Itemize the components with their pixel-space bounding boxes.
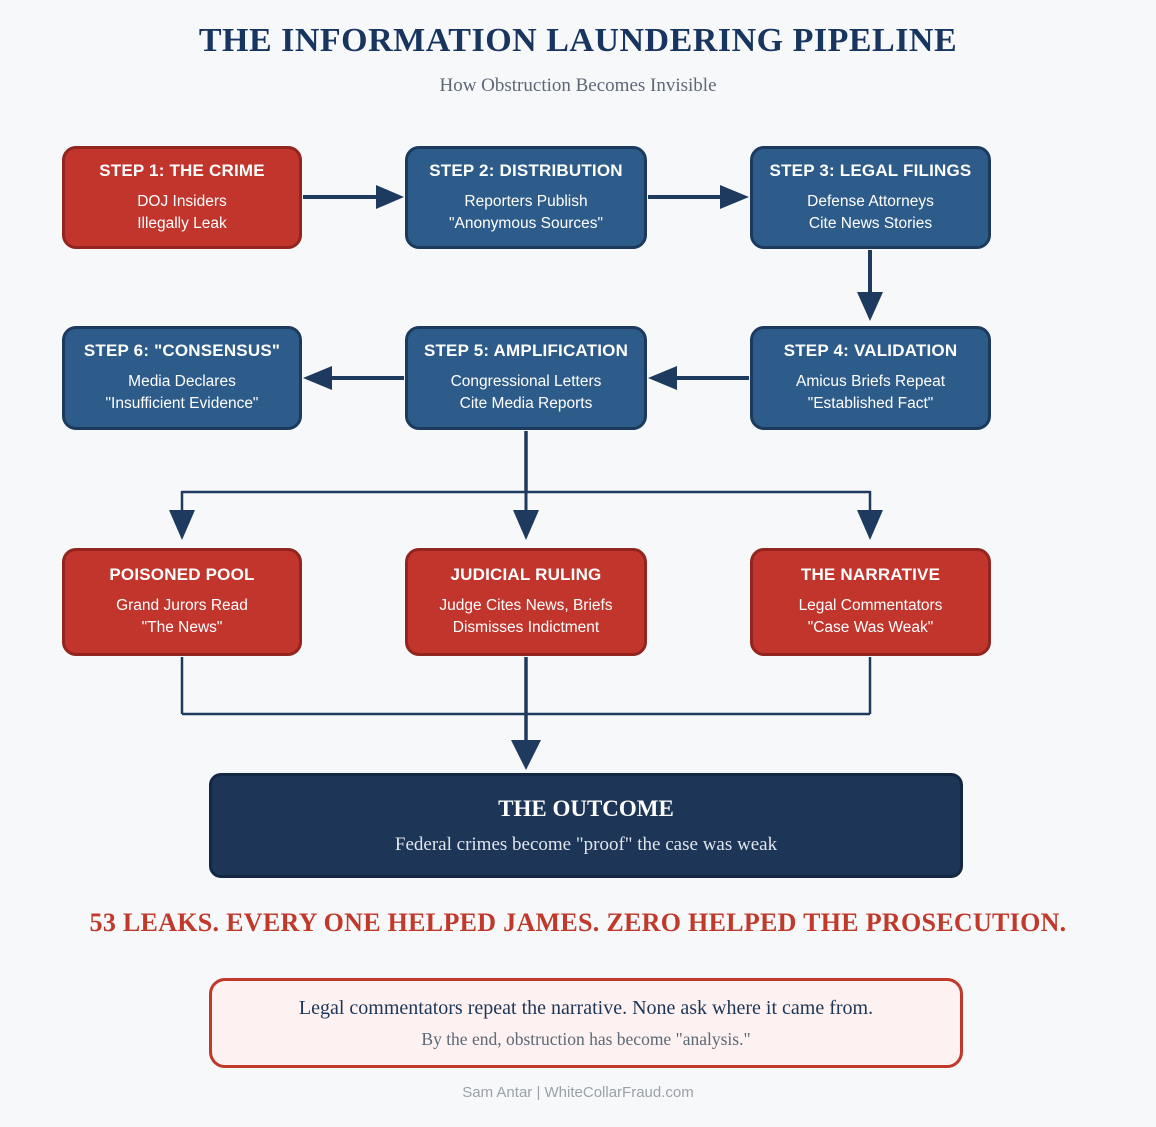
step-4-validation-box: STEP 4: VALIDATION Amicus Briefs Repeat … <box>750 326 991 430</box>
step-line: Illegally Leak <box>137 214 227 232</box>
note-line-2: By the end, obstruction has become "anal… <box>421 1028 751 1049</box>
leaks-headline: 53 LEAKS. EVERY ONE HELPED JAMES. ZERO H… <box>89 908 1067 937</box>
arrow-step4-to-step5 <box>648 366 749 390</box>
step-1-the-crime-box: STEP 1: THE CRIME DOJ Insiders Illegally… <box>62 146 302 249</box>
result-line: Legal Commentators <box>798 597 943 614</box>
arrow-step3-to-step4 <box>857 250 883 321</box>
branch-step5-to-results <box>169 431 883 540</box>
result-line: Dismisses Indictment <box>452 619 600 636</box>
step-title: STEP 4: VALIDATION <box>783 341 958 360</box>
step-title: STEP 3: LEGAL FILINGS <box>769 160 972 180</box>
judicial-ruling-box: JUDICIAL RULING Judge Cites News, Briefs… <box>405 548 647 656</box>
outcome-banner: THE OUTCOME Federal crimes become "proof… <box>209 773 963 878</box>
step-3-legal-filings-box: STEP 3: LEGAL FILINGS Defense Attorneys … <box>750 146 991 249</box>
step-title: STEP 1: THE CRIME <box>99 160 265 180</box>
result-line: "Case Was Weak" <box>807 619 934 636</box>
result-title: JUDICIAL RULING <box>450 565 602 584</box>
step-line: Media Declares <box>128 373 236 390</box>
step-title: STEP 5: AMPLIFICATION <box>423 341 629 360</box>
result-title: POISONED POOL <box>109 565 255 584</box>
step-line: Reporters Publish <box>464 192 588 210</box>
page-title: THE INFORMATION LAUNDERING PIPELINE <box>198 22 958 59</box>
arrow-step1-to-step2 <box>303 185 404 209</box>
page-subtitle: How Obstruction Becomes Invisible <box>439 75 717 96</box>
converge-results-to-outcome <box>180 657 872 770</box>
step-line: DOJ Insiders <box>137 192 227 210</box>
step-line: Cite Media Reports <box>459 395 593 412</box>
step-6-consensus-box: STEP 6: "CONSENSUS" Media Declares "Insu… <box>62 326 302 430</box>
step-line: Defense Attorneys <box>807 192 934 210</box>
step-2-distribution-box: STEP 2: DISTRIBUTION Reporters Publish "… <box>405 146 647 249</box>
commentary-note-box: Legal commentators repeat the narrative.… <box>209 978 963 1068</box>
arrow-step5-to-step6 <box>303 366 404 390</box>
footer-credit: Sam Antar | WhiteCollarFraud.com <box>462 1084 694 1101</box>
step-line: "Anonymous Sources" <box>448 214 604 232</box>
result-line: Grand Jurors Read <box>116 597 248 614</box>
result-title: THE NARRATIVE <box>800 565 941 584</box>
step-5-amplification-box: STEP 5: AMPLIFICATION Congressional Lett… <box>405 326 647 430</box>
the-narrative-box: THE NARRATIVE Legal Commentators "Case W… <box>750 548 991 656</box>
step-title: STEP 6: "CONSENSUS" <box>83 341 281 360</box>
step-line: Congressional Letters <box>450 373 602 390</box>
note-line-1: Legal commentators repeat the narrative.… <box>298 996 874 1019</box>
step-line: Cite News Stories <box>808 214 933 232</box>
arrow-step2-to-step3 <box>648 185 749 209</box>
result-line: Judge Cites News, Briefs <box>439 597 613 614</box>
step-title: STEP 2: DISTRIBUTION <box>429 160 623 180</box>
outcome-title: THE OUTCOME <box>498 795 674 821</box>
poisoned-pool-box: POISONED POOL Grand Jurors Read "The New… <box>62 548 302 656</box>
outcome-text: Federal crimes become "proof" the case w… <box>394 833 778 855</box>
step-line: Amicus Briefs Repeat <box>795 373 946 390</box>
step-line: "Insufficient Evidence" <box>105 395 259 412</box>
result-line: "The News" <box>141 619 223 636</box>
step-line: "Established Fact" <box>807 395 934 412</box>
